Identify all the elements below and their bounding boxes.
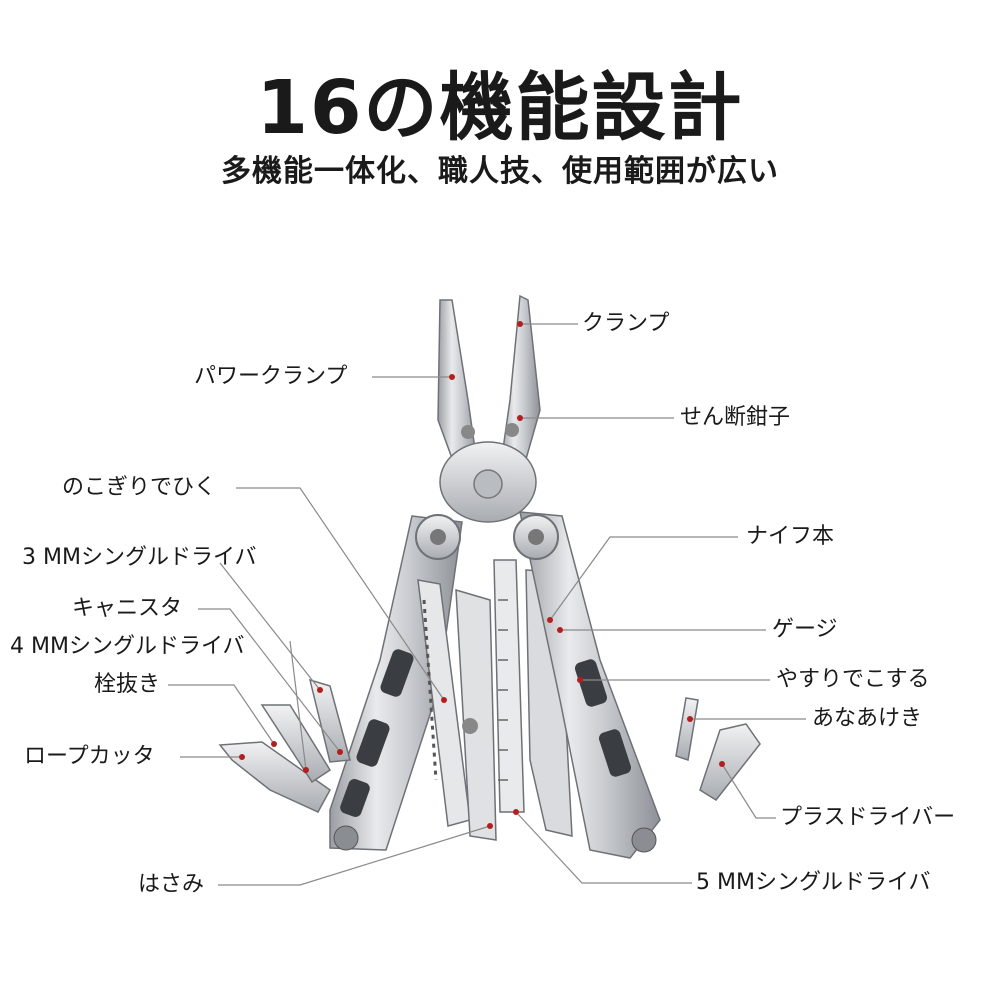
label-rope-cutter: ロープカッタ (24, 744, 155, 769)
label-bottle-opener: 栓抜き (94, 672, 161, 697)
center-tools (493, 559, 525, 813)
label-canister: キャニスタ (72, 596, 183, 621)
label-clamp: クランプ (582, 311, 670, 336)
label-wire-cutter: せん断鉗子 (680, 405, 791, 430)
label-gauge: ゲージ (772, 617, 838, 642)
left-tools (218, 678, 351, 813)
label-scissors: はさみ (138, 872, 205, 897)
leader-dots (239, 321, 725, 829)
right-tools (675, 697, 761, 801)
page-subtitle: 多機能一体化、職人技、使用範囲が広い (221, 154, 779, 189)
label-file: やすりでこする (776, 667, 930, 692)
right-handle (513, 511, 661, 859)
label-power-clamp: パワークランプ (194, 364, 348, 389)
label-phillips: プラスドライバー (780, 805, 956, 830)
label-awl: あなあけき (812, 706, 923, 731)
label-driver-5mm: 5 MMシングルドライバ (696, 870, 931, 895)
pliers-jaws (437, 294, 541, 523)
label-knife: ナイフ本 (746, 524, 835, 549)
label-driver-3mm: 3 MMシングルドライバ (22, 545, 257, 570)
page-title: 16の機能設計 (256, 65, 744, 151)
label-driver-4mm: 4 MMシングルドライバ (10, 634, 245, 659)
label-saw: のこぎりでひく (62, 475, 217, 500)
leader-lines (168, 323, 806, 886)
scissors-blade (455, 588, 497, 841)
